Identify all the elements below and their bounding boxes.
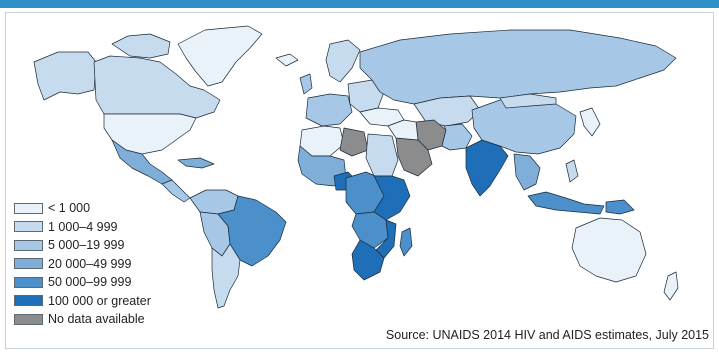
- region-argentina-chile: [211, 243, 241, 309]
- legend-item: 100 000 or greater: [14, 292, 151, 311]
- region-western-europe: [305, 93, 353, 127]
- region-india: [465, 139, 509, 197]
- region-libya: [339, 127, 369, 157]
- region-korea-japan: [579, 107, 601, 137]
- legend-label: No data available: [48, 312, 145, 327]
- region-egypt-sudan: [365, 133, 399, 177]
- legend-label: 5 000–19 999: [48, 238, 125, 253]
- legend-swatch: [14, 276, 43, 288]
- map-legend: < 1 000 1 000–4 999 5 000–19 999 20 000–…: [14, 199, 151, 329]
- legend-label: 100 000 or greater: [48, 293, 151, 308]
- region-levant: [387, 119, 419, 141]
- source-note: Source: UNAIDS 2014 HIV and AIDS estimat…: [385, 328, 709, 342]
- region-central-america: [161, 179, 191, 203]
- region-east-africa: [373, 175, 411, 221]
- region-papua: [605, 199, 635, 215]
- region-colombia-venezuela: [189, 189, 239, 215]
- region-mongolia: [499, 93, 557, 109]
- region-caribbean: [177, 157, 215, 169]
- legend-item: 5 000–19 999: [14, 236, 151, 255]
- region-madagascar: [399, 227, 413, 257]
- region-philippines: [565, 159, 579, 183]
- region-scandinavia: [325, 39, 361, 83]
- legend-item: 1 000–4 999: [14, 218, 151, 237]
- region-alaska: [33, 51, 97, 101]
- legend-item: No data available: [14, 310, 151, 329]
- region-greenland: [177, 25, 263, 87]
- map-frame: [5, 12, 714, 349]
- legend-swatch: [14, 221, 43, 233]
- region-iceland: [275, 53, 299, 67]
- region-southern-africa-north: [351, 211, 389, 249]
- legend-swatch: [14, 313, 43, 325]
- region-south-africa: [351, 239, 385, 281]
- legend-item: 20 000–49 999: [14, 255, 151, 274]
- region-pakistan-afghanistan: [441, 123, 473, 151]
- legend-label: 50 000–99 999: [48, 275, 132, 290]
- legend-swatch: [14, 202, 43, 214]
- header-bar: [0, 0, 719, 8]
- region-arabia: [395, 137, 433, 177]
- region-australia: [571, 217, 647, 283]
- region-arctic-islands: [111, 33, 171, 59]
- legend-swatch: [14, 258, 43, 270]
- legend-item: 50 000–99 999: [14, 273, 151, 292]
- legend-swatch: [14, 295, 43, 307]
- legend-swatch: [14, 239, 43, 251]
- region-uk: [299, 73, 313, 95]
- legend-label: 1 000–4 999: [48, 219, 118, 234]
- region-southeast-asia: [513, 153, 541, 191]
- region-new-zealand: [663, 271, 679, 301]
- region-russia: [359, 29, 677, 105]
- legend-item: < 1 000: [14, 199, 151, 218]
- legend-label: 20 000–49 999: [48, 256, 132, 271]
- region-indonesia: [527, 191, 605, 215]
- legend-label: < 1 000: [48, 201, 91, 216]
